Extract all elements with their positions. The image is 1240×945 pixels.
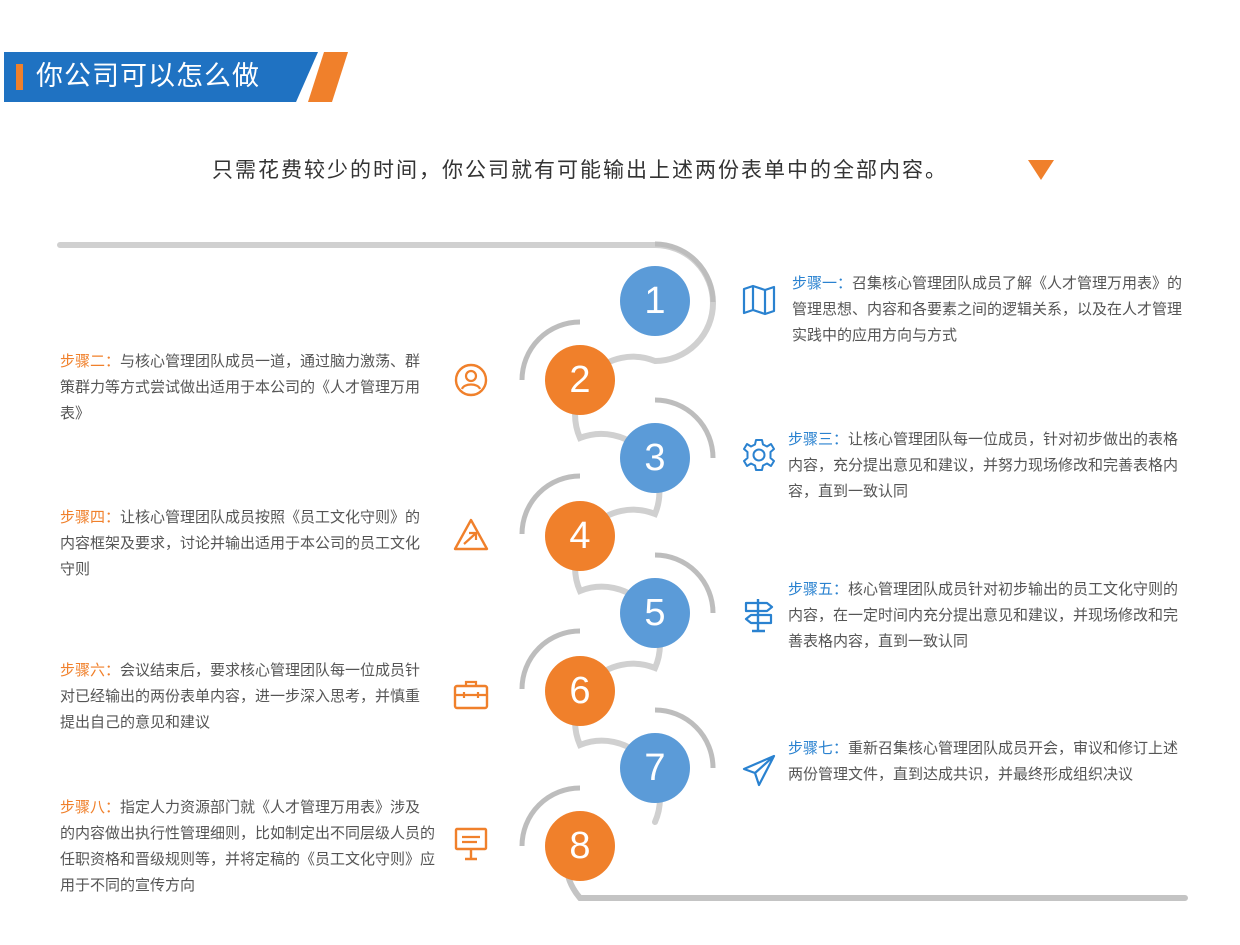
briefcase-icon — [453, 680, 489, 710]
step-4-label: 步骤四： — [60, 508, 121, 526]
step-3-desc: 让核心管理团队每一位成员，针对初步做出的表格内容，充分提出意见和建议，并努力现场… — [788, 430, 1179, 500]
paper-plane-icon — [742, 754, 776, 787]
step-2-circle: 2 — [545, 345, 615, 415]
step-1-text: 步骤一：召集核心管理团队成员了解《人才管理万用表》的管理思想、内容和各要素之间的… — [792, 270, 1192, 348]
step-1-label: 步骤一： — [792, 274, 853, 292]
title-banner — [4, 52, 318, 102]
map-icon — [742, 284, 776, 316]
step-7-label: 步骤七： — [788, 739, 849, 757]
page-title: 你公司可以怎么做 — [36, 61, 260, 92]
step-1-circle: 1 — [620, 266, 690, 336]
step-5-desc: 核心管理团队成员针对初步输出的员工文化守则的内容，在一定时间内充分提出意见和建议… — [788, 580, 1179, 650]
board-icon — [454, 827, 488, 861]
step-8-desc: 指定人力资源部门就《人才管理万用表》涉及的内容做出执行性管理细则，比如制定出不同… — [60, 798, 436, 894]
step-3-text: 步骤三：让核心管理团队每一位成员，针对初步做出的表格内容，充分提出意见和建议，并… — [788, 426, 1188, 504]
signpost-icon — [744, 599, 774, 633]
step-8-circle: 8 — [545, 811, 615, 881]
step-4-circle: 4 — [545, 501, 615, 571]
step-5-label: 步骤五： — [788, 580, 849, 598]
step-7-circle: 7 — [620, 733, 690, 803]
step-2-desc: 与核心管理团队成员一道，通过脑力激荡、群策群力等方式尝试做出适用于本公司的《人才… — [60, 352, 421, 422]
user-icon — [454, 363, 488, 397]
step-6-desc: 会议结束后，要求核心管理团队每一位成员针对已经输出的两份表单内容，进一步深入思考… — [60, 661, 421, 731]
step-7-desc: 重新召集核心管理团队成员开会，审议和修订上述两份管理文件，直到达成共识，并最终形… — [788, 739, 1179, 783]
step-5-circle: 5 — [620, 578, 690, 648]
step-2-text: 步骤二：与核心管理团队成员一道，通过脑力激荡、群策群力等方式尝试做出适用于本公司… — [60, 348, 432, 426]
step-3-label: 步骤三： — [788, 430, 849, 448]
step-4-desc: 让核心管理团队成员按照《员工文化守则》的内容框架及要求，讨论并输出适用于本公司的… — [60, 508, 421, 578]
step-8-label: 步骤八： — [60, 798, 121, 816]
step-2-label: 步骤二： — [60, 352, 121, 370]
growth-triangle-icon — [453, 518, 489, 551]
step-5-text: 步骤五：核心管理团队成员针对初步输出的员工文化守则的内容，在一定时间内充分提出意… — [788, 576, 1188, 654]
step-6-circle: 6 — [545, 656, 615, 726]
step-8-text: 步骤八：指定人力资源部门就《人才管理万用表》涉及的内容做出执行性管理细则，比如制… — [60, 794, 435, 898]
title-accent-mark — [16, 64, 23, 90]
step-3-circle: 3 — [620, 423, 690, 493]
step-1-desc: 召集核心管理团队成员了解《人才管理万用表》的管理思想、内容和各要素之间的逻辑关系… — [792, 274, 1183, 344]
subtitle: 只需花费较少的时间，你公司就有可能输出上述两份表单中的全部内容。 — [212, 158, 948, 182]
step-6-text: 步骤六：会议结束后，要求核心管理团队每一位成员针对已经输出的两份表单内容，进一步… — [60, 657, 432, 735]
step-4-text: 步骤四：让核心管理团队成员按照《员工文化守则》的内容框架及要求，讨论并输出适用于… — [60, 504, 432, 582]
step-6-label: 步骤六： — [60, 661, 121, 679]
step-7-text: 步骤七：重新召集核心管理团队成员开会，审议和修订上述两份管理文件，直到达成共识，… — [788, 735, 1188, 787]
down-triangle-icon — [1028, 160, 1054, 180]
gear-icon — [743, 439, 775, 471]
